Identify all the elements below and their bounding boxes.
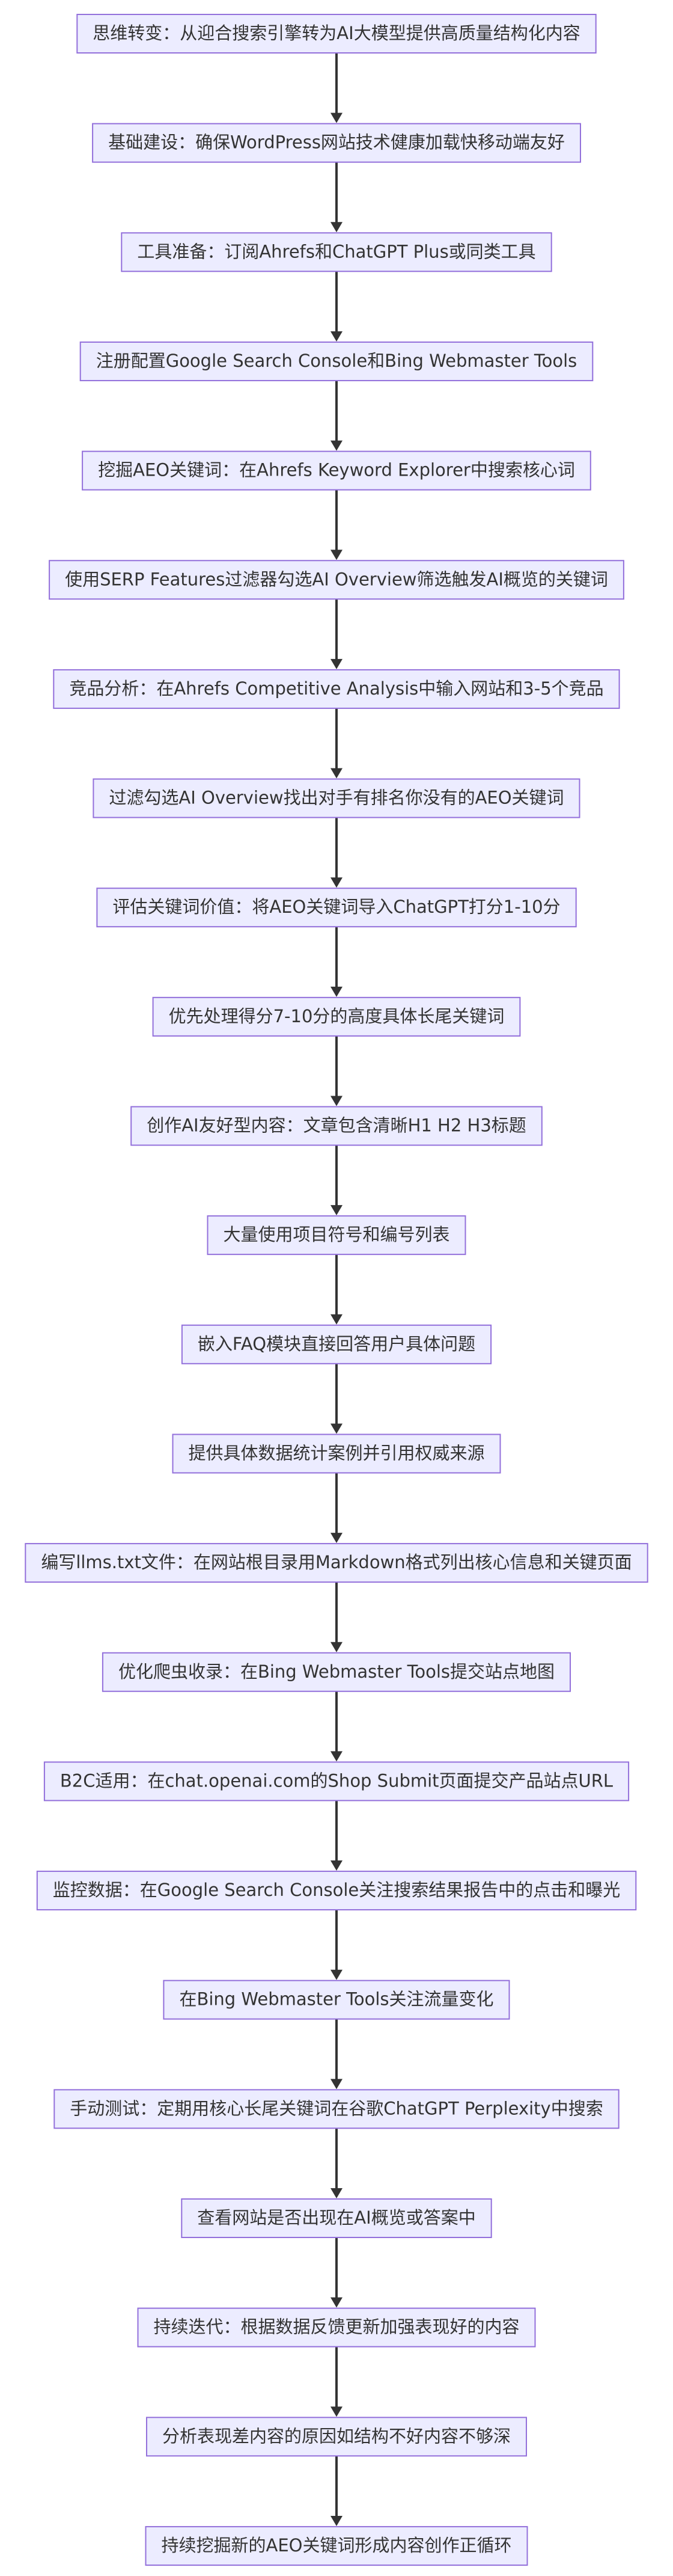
arrowhead-icon: [330, 2406, 343, 2417]
flow-node-label: 优化爬虫收录：在Bing Webmaster Tools提交站点地图: [118, 1661, 555, 1682]
nodes: 思维转变：从迎合搜索引擎转为AI大模型提供高质量结构化内容基础建设：确保Word…: [25, 14, 648, 2566]
flow-node-box: [79, 341, 594, 381]
flow-node-label: 查看网站是否出现在AI概览或答案中: [197, 2207, 475, 2228]
flow-node-box: [92, 123, 582, 163]
flow-node-box: [121, 232, 552, 272]
flow-node-box: [76, 14, 597, 54]
arrowhead-icon: [330, 2079, 343, 2090]
arrowhead-icon: [330, 1533, 343, 1544]
flow-node-box: [146, 2417, 527, 2457]
arrowhead-icon: [330, 1205, 343, 1216]
arrowhead-icon: [330, 1969, 343, 1980]
flow-node-label: 工具准备：订阅Ahrefs和ChatGPT Plus或同类工具: [137, 241, 535, 262]
flow-node: 基础建设：确保WordPress网站技术健康加载快移动端友好: [92, 123, 582, 163]
flow-node-label: 在Bing Webmaster Tools关注流量变化: [179, 1989, 493, 2010]
flow-node-box: [53, 2089, 620, 2129]
flow-node: 持续迭代：根据数据反馈更新加强表现好的内容: [137, 2307, 536, 2348]
flow-node-label: 优先处理得分7-10分的高度具体长尾关键词: [169, 1006, 505, 1026]
flow-node-label: 手动测试：定期用核心长尾关键词在谷歌ChatGPT Perplexity中搜索: [70, 2098, 603, 2118]
arrowhead-icon: [330, 986, 343, 997]
flow-node-box: [102, 1652, 571, 1692]
flow-node-box: [207, 1215, 466, 1256]
flow-node-label: 创作AI友好型内容：文章包含清晰H1 H2 H3标题: [147, 1115, 526, 1136]
flow-node-box: [53, 669, 620, 709]
flow-node: 优先处理得分7-10分的高度具体长尾关键词: [152, 996, 521, 1037]
flow-node-label: 分析表现差内容的原因如结构不好内容不够深: [162, 2426, 511, 2446]
flow-node-box: [130, 1106, 543, 1146]
flow-node-box: [93, 778, 580, 818]
arrowhead-icon: [330, 440, 343, 451]
flow-node-box: [145, 2525, 528, 2566]
arrowhead-icon: [330, 1751, 343, 1762]
arrowhead-icon: [330, 1642, 343, 1652]
arrowhead-icon: [330, 658, 343, 669]
arrowhead-icon: [330, 2515, 343, 2526]
flow-node-label: 思维转变：从迎合搜索引擎转为AI大模型提供高质量结构化内容: [93, 23, 580, 43]
flow-node-box: [49, 560, 624, 600]
flow-node: 嵌入FAQ模块直接回答用户具体问题: [181, 1324, 492, 1364]
flow-node: 优化爬虫收录：在Bing Webmaster Tools提交站点地图: [102, 1652, 571, 1692]
flow-node: 思维转变：从迎合搜索引擎转为AI大模型提供高质量结构化内容: [76, 14, 597, 54]
flow-node: 分析表现差内容的原因如结构不好内容不够深: [146, 2417, 527, 2457]
arrowhead-icon: [330, 1423, 343, 1434]
flow-node-label: 使用SERP Features过滤器勾选AI Overview筛选触发AI概览的…: [65, 569, 608, 589]
flow-node-label: 持续迭代：根据数据反馈更新加强表现好的内容: [153, 2317, 519, 2337]
arrowhead-icon: [330, 2297, 343, 2308]
arrowhead-icon: [330, 222, 343, 233]
flow-node: 在Bing Webmaster Tools关注流量变化: [163, 1980, 510, 2020]
flow-node: B2C适用：在chat.openai.com的Shop Submit页面提交产品…: [43, 1761, 630, 1802]
arrowhead-icon: [330, 1096, 343, 1106]
arrowhead-icon: [330, 2188, 343, 2198]
flow-node-label: 挖掘AEO关键词：在Ahrefs Keyword Explorer中搜索核心词: [98, 460, 575, 480]
flow-node: 持续挖掘新的AEO关键词形成内容创作正循环: [145, 2525, 528, 2566]
flow-node-box: [137, 2307, 536, 2348]
edges: [330, 53, 343, 2526]
flow-node: 挖掘AEO关键词：在Ahrefs Keyword Explorer中搜索核心词: [82, 450, 591, 491]
arrowhead-icon: [330, 331, 343, 342]
flow-node: 过滤勾选AI Overview找出对手有排名你没有的AEO关键词: [93, 778, 580, 818]
flow-node-label: B2C适用：在chat.openai.com的Shop Submit页面提交产品…: [60, 1770, 613, 1791]
arrowhead-icon: [330, 1860, 343, 1871]
flow-node-label: 注册配置Google Search Console和Bing Webmaster…: [96, 351, 577, 371]
arrowhead-icon: [330, 112, 343, 123]
flow-node-box: [43, 1761, 630, 1802]
flow-node: 竞品分析：在Ahrefs Competitive Analysis中输入网站和3…: [53, 669, 620, 709]
flow-node-label: 编写llms.txt文件：在网站根目录用Markdown格式列出核心信息和关键页…: [41, 1552, 632, 1572]
flow-node: 大量使用项目符号和编号列表: [207, 1215, 466, 1256]
flow-node-box: [96, 888, 577, 928]
arrowhead-icon: [330, 877, 343, 888]
arrowhead-icon: [330, 550, 343, 560]
flow-node: 监控数据：在Google Search Console关注搜索结果报告中的点击和…: [36, 1871, 637, 1911]
flow-node-label: 提供具体数据统计案例并引用权威来源: [188, 1443, 484, 1463]
flow-node-label: 大量使用项目符号和编号列表: [223, 1224, 449, 1245]
flow-node-box: [82, 450, 591, 491]
flow-node-box: [152, 996, 521, 1037]
flow-node-label: 监控数据：在Google Search Console关注搜索结果报告中的点击和…: [53, 1880, 620, 1900]
flow-node-label: 评估关键词价值：将AEO关键词导入ChatGPT打分1-10分: [112, 897, 560, 917]
flow-node: 注册配置Google Search Console和Bing Webmaster…: [79, 341, 594, 381]
flow-node-label: 过滤勾选AI Overview找出对手有排名你没有的AEO关键词: [109, 788, 564, 808]
flow-node-box: [181, 2198, 492, 2238]
flow-node-label: 基础建设：确保WordPress网站技术健康加载快移动端友好: [108, 132, 565, 153]
flow-node: 提供具体数据统计案例并引用权威来源: [172, 1434, 501, 1474]
flow-node: 评估关键词价值：将AEO关键词导入ChatGPT打分1-10分: [96, 888, 577, 928]
arrowhead-icon: [330, 1314, 343, 1325]
flow-node: 创作AI友好型内容：文章包含清晰H1 H2 H3标题: [130, 1106, 543, 1146]
flow-node-box: [163, 1980, 510, 2020]
flow-node-box: [25, 1543, 648, 1583]
flow-node-label: 持续挖掘新的AEO关键词形成内容创作正循环: [162, 2535, 512, 2556]
flow-node: 查看网站是否出现在AI概览或答案中: [181, 2198, 492, 2238]
arrowhead-icon: [330, 768, 343, 779]
flow-node-box: [172, 1434, 501, 1474]
flow-node: 编写llms.txt文件：在网站根目录用Markdown格式列出核心信息和关键页…: [25, 1543, 648, 1583]
flow-node-box: [36, 1871, 637, 1911]
flow-node: 使用SERP Features过滤器勾选AI Overview筛选触发AI概览的…: [49, 560, 624, 600]
flow-node: 手动测试：定期用核心长尾关键词在谷歌ChatGPT Perplexity中搜索: [53, 2089, 620, 2129]
flow-node: 工具准备：订阅Ahrefs和ChatGPT Plus或同类工具: [121, 232, 552, 272]
flow-node-label: 嵌入FAQ模块直接回答用户具体问题: [198, 1334, 475, 1354]
flow-node-label: 竞品分析：在Ahrefs Competitive Analysis中输入网站和3…: [69, 678, 603, 699]
flow-node-box: [181, 1324, 492, 1364]
